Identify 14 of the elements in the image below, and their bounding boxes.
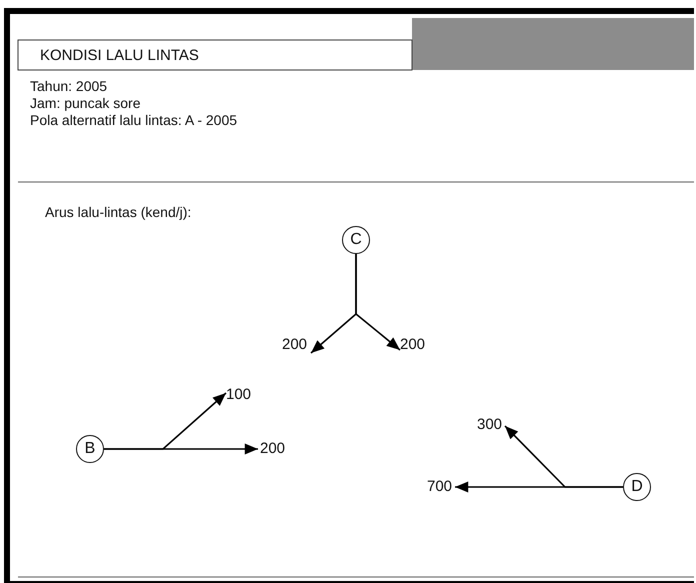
flow-value: 200: [282, 336, 308, 354]
info-text: Tahun: 2005: [30, 78, 108, 95]
flow-arrow: [355, 254, 400, 351]
info-text: Jam: puncak sore: [30, 95, 140, 112]
info-text: Arus lalu-lintas (kend/j):: [45, 204, 192, 221]
flow-value: 200: [400, 336, 426, 354]
flow-value: 700: [427, 478, 452, 496]
info-text: Pola alternatif lalu lintas: A - 2005: [30, 112, 238, 129]
flow-value: 200: [260, 440, 286, 458]
flow-arrow: [455, 482, 623, 492]
flow-arrow: [104, 444, 258, 454]
form-title: KONDISI LALU LINTAS: [40, 47, 199, 64]
flow-value: 300: [477, 416, 502, 434]
flow-value: 100: [226, 386, 252, 404]
